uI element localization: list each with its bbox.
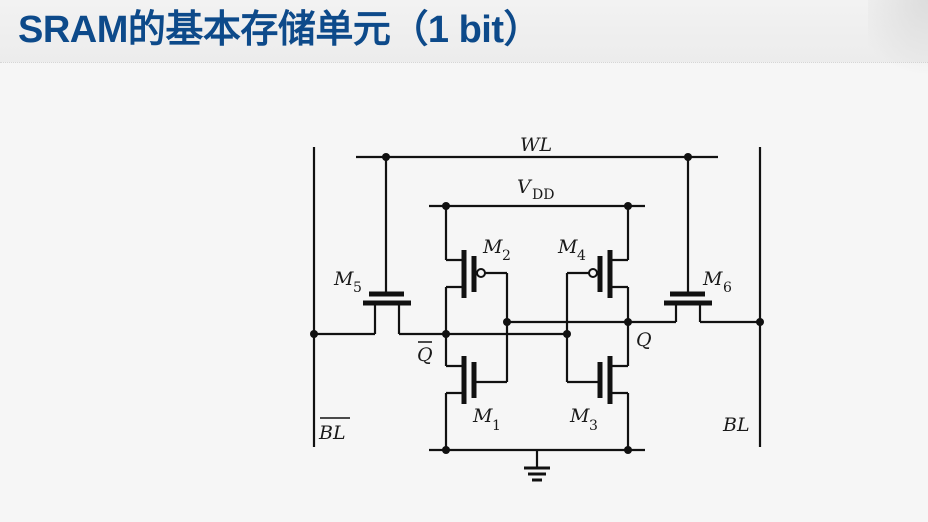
svg-text:5: 5 — [353, 280, 362, 296]
left-gate-junction — [503, 318, 511, 326]
svg-text:M: M — [333, 268, 354, 290]
transistor-m4 — [567, 250, 613, 298]
slide-header: SRAM的基本存储单元（1 bit） — [0, 0, 928, 90]
right-gate-junction — [563, 330, 571, 338]
svg-text:M: M — [702, 268, 723, 290]
svg-text:Q: Q — [417, 344, 433, 366]
transistor-m1 — [461, 356, 507, 404]
svg-text:3: 3 — [589, 418, 598, 434]
svg-text:6: 6 — [723, 280, 732, 296]
label-vdd: V DD — [517, 176, 554, 203]
label-m1: M 1 — [472, 405, 501, 434]
svg-text:M: M — [569, 405, 590, 427]
bl-junction — [756, 318, 764, 326]
svg-text:DD: DD — [532, 187, 554, 203]
label-q-bar: Q — [417, 341, 433, 366]
label-m6: M 6 — [702, 268, 732, 296]
transistor-m2 — [461, 250, 507, 298]
ground-icon — [524, 450, 550, 482]
svg-text:2: 2 — [502, 248, 511, 264]
label-wl: WL — [520, 134, 552, 156]
svg-text:1: 1 — [492, 418, 501, 434]
label-m2: M 2 — [482, 236, 511, 264]
transistor-m5 — [363, 291, 411, 334]
bl-bar-junction — [310, 330, 318, 338]
svg-text:M: M — [472, 405, 493, 427]
svg-text:BL: BL — [318, 422, 346, 444]
transistor-m3 — [567, 356, 613, 404]
label-m5: M 5 — [333, 268, 362, 296]
svg-text:M: M — [482, 236, 503, 258]
svg-text:4: 4 — [577, 248, 586, 264]
svg-text:M: M — [557, 236, 578, 258]
label-bl-bar: BL — [318, 417, 350, 444]
label-m4: M 4 — [557, 236, 586, 264]
label-q: Q — [636, 329, 652, 351]
header-decoration — [868, 0, 928, 90]
label-m3: M 3 — [569, 405, 598, 434]
transistor-m6 — [664, 291, 712, 322]
slide-title: SRAM的基本存储单元（1 bit） — [18, 9, 542, 51]
svg-text:V: V — [517, 176, 533, 198]
label-bl: BL — [722, 414, 750, 436]
